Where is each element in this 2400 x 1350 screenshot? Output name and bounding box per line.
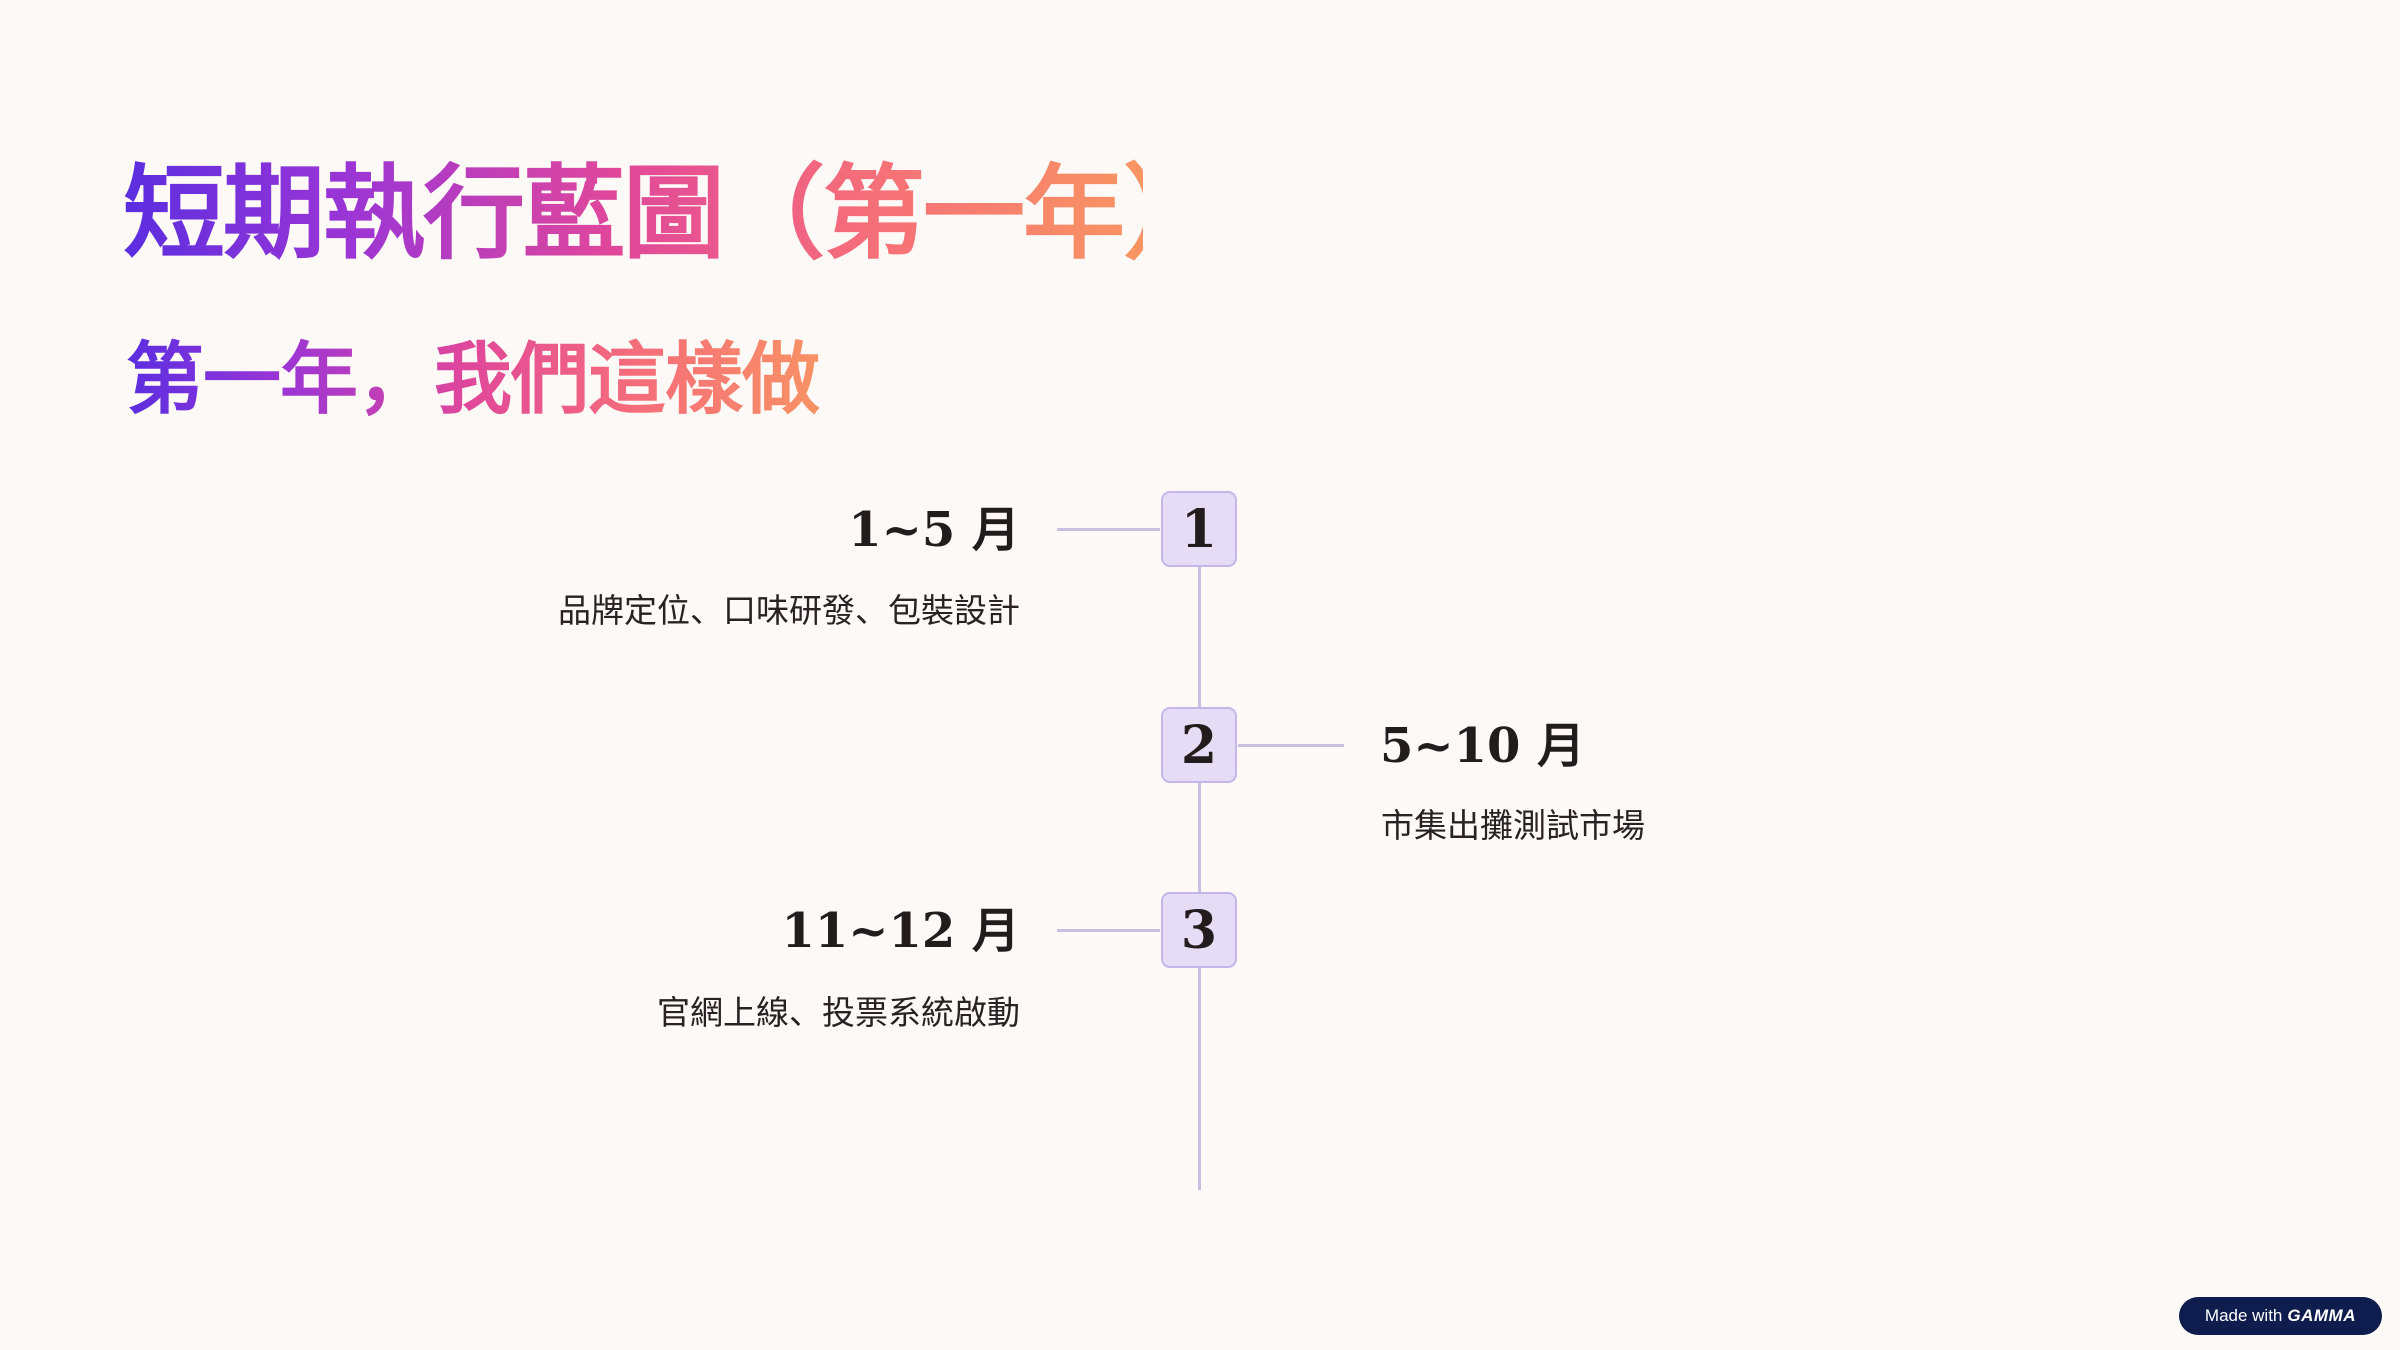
timeline-connector-1: [1057, 528, 1160, 531]
timeline-marker-2: 2: [1161, 707, 1237, 783]
timeline-vertical-line: [1198, 530, 1201, 1190]
timeline-connector-3: [1057, 929, 1160, 932]
timeline-marker-3: 3: [1161, 892, 1237, 968]
timeline-marker-1: 1: [1161, 491, 1237, 567]
timeline-step-1-heading: 1~5 月: [848, 502, 1020, 558]
timeline-step-2-heading: 5~10 月: [1380, 718, 1586, 774]
page-subtitle: 第一年，我們這樣做: [126, 330, 836, 430]
timeline-connector-2: [1238, 744, 1344, 747]
badge-prefix: Made with: [2204, 1306, 2283, 1325]
gamma-logo: GAMMA: [2287, 1306, 2356, 1325]
timeline-step-3-heading: 11~12 月: [781, 903, 1020, 959]
page-title: 短期執行藍圖（第一年）: [123, 150, 1225, 280]
timeline-step-3-description: 官網上線、投票系統啟動: [657, 993, 1020, 1032]
timeline-step-1-description: 品牌定位、口味研發、包裝設計: [558, 591, 1020, 630]
timeline-step-2-description: 市集出攤測試市場: [1381, 806, 1645, 845]
made-with-gamma-badge[interactable]: Made with GAMMA: [2178, 1297, 2382, 1335]
